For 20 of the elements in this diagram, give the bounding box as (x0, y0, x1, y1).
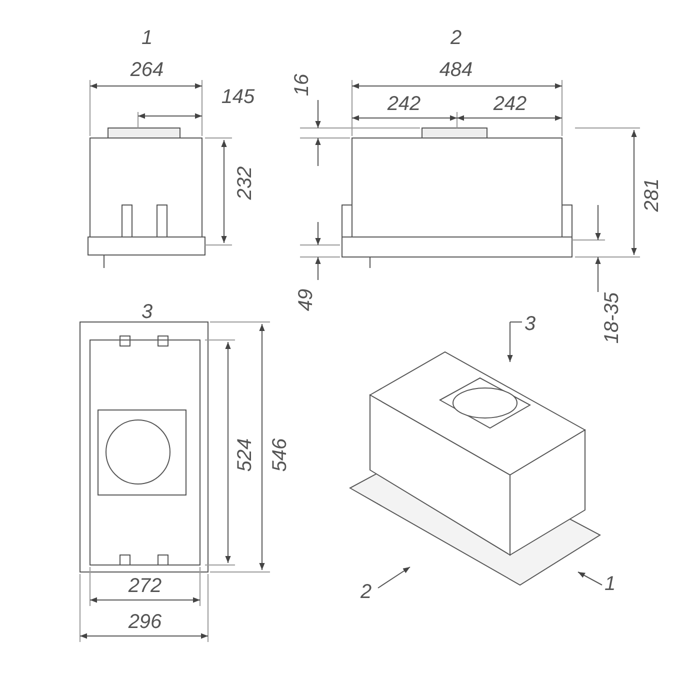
dimension-value: 49 (295, 288, 317, 312)
dimension-value: 272 (128, 575, 162, 597)
view-number: 2 (360, 581, 372, 603)
view-number: 1 (141, 27, 153, 49)
dimension-value: 524 (234, 438, 256, 472)
dimension-value: 16 (291, 74, 313, 96)
dimension-value: 546 (269, 438, 291, 472)
view-number: 3 (524, 313, 536, 335)
view-number: 1 (604, 573, 616, 595)
view-number: 2 (450, 27, 462, 49)
dimension-value: 296 (128, 611, 162, 633)
dimension-value: 264 (130, 59, 164, 81)
dimension-value: 281 (641, 178, 663, 212)
view-number: 3 (141, 301, 153, 323)
dimension-value: 484 (439, 59, 473, 81)
dimension-value: 18-35 (601, 292, 623, 344)
dimension-value: 145 (221, 86, 255, 108)
dimension-value: 242 (493, 93, 527, 115)
dimension-value: 242 (387, 93, 421, 115)
dimension-value: 232 (234, 166, 256, 200)
